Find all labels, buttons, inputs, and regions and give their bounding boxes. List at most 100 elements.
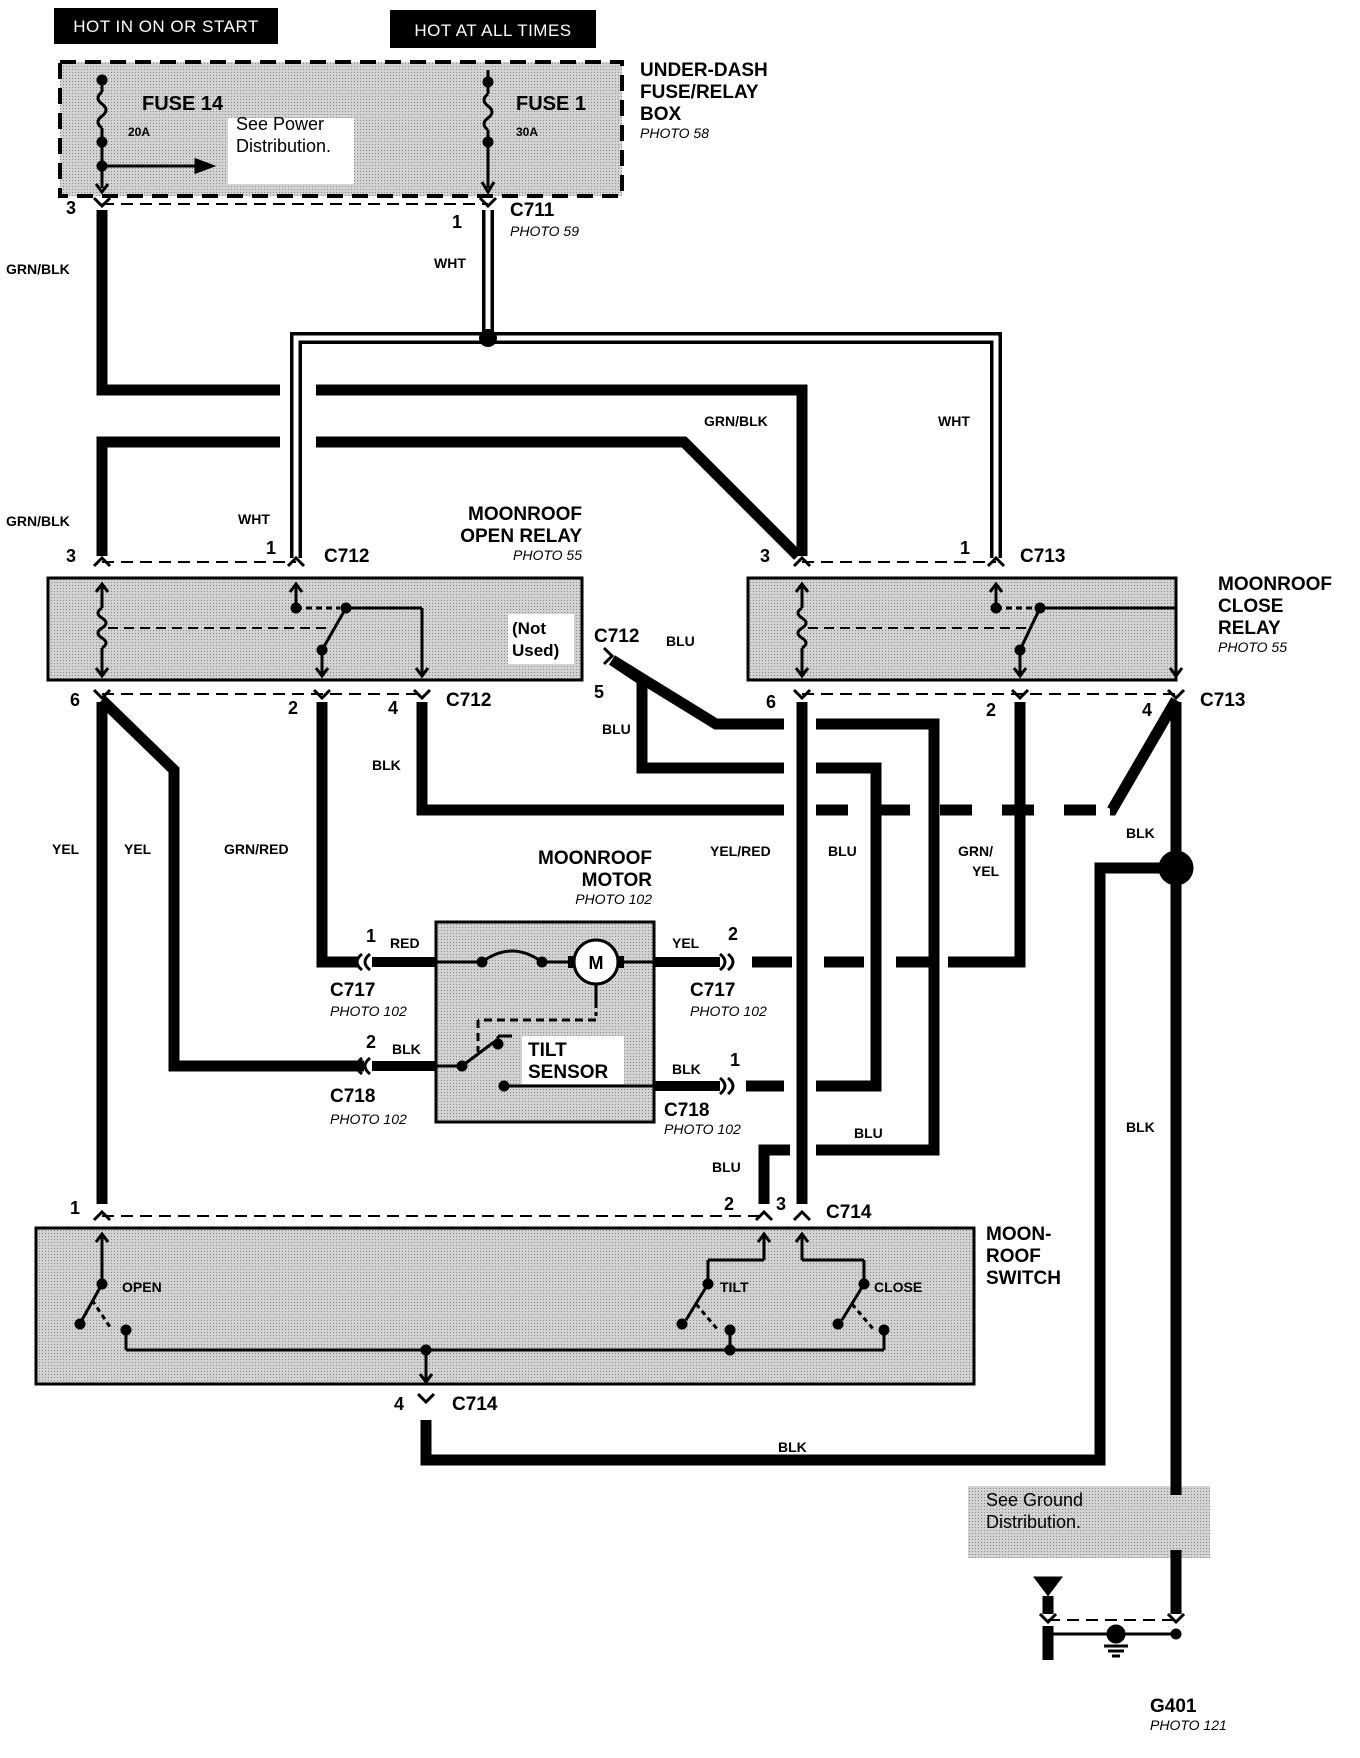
wire-blu-loops (758, 718, 940, 1204)
wire-label-grn-yel-1: GRN/ (958, 843, 993, 859)
header-hot-always-label: HOT AT ALL TIMES (414, 21, 571, 40)
wire-label-grn-blk-1: GRN/BLK (6, 261, 70, 277)
wire-label-blk-3: BLK (1126, 1119, 1155, 1135)
close-relay-box (746, 576, 1178, 682)
close-relay-pin-6: 6 (766, 692, 776, 712)
wire-label-yel-motor: YEL (672, 935, 700, 951)
c718-right-pin-1: 1 (730, 1050, 740, 1070)
wire-grn-yel (752, 702, 1026, 968)
close-relay-pin-3: 3 (760, 546, 770, 566)
wire-blk-ground (420, 702, 1194, 1614)
close-relay-switch-icon (808, 581, 1184, 679)
wire-label-grn-blk-2: GRN/BLK (704, 413, 768, 429)
c717-left-photo: PHOTO 102 (330, 1003, 407, 1019)
c711-photo: PHOTO 59 (510, 223, 579, 239)
c712-pin-5: 5 (594, 682, 604, 702)
wire-label-grn-red: GRN/RED (224, 841, 289, 857)
open-relay-pin-4: 4 (388, 698, 398, 718)
c717-right-photo: PHOTO 102 (690, 1003, 767, 1019)
fuse-box-title-2: FUSE/RELAY (640, 82, 759, 103)
wire-label-yel-1: YEL (52, 841, 80, 857)
not-used-label-1: (Not (512, 619, 546, 638)
c718-left-label: C718 (330, 1086, 375, 1107)
c713-bottom-label: C713 (1200, 690, 1245, 711)
motor-icon: M (568, 938, 624, 986)
open-relay-title-2: OPEN RELAY (460, 526, 582, 547)
motor-title-2: MOTOR (582, 870, 653, 891)
switch-title-2: ROOF (986, 1246, 1041, 1267)
wire-label-wht-3: WHT (238, 511, 270, 527)
fuse14-icon (94, 74, 217, 195)
moonroof-switch-box (34, 1226, 976, 1386)
wire-label-grn-blk-3: GRN/BLK (6, 513, 70, 529)
wire-label-wht-2: WHT (938, 413, 970, 429)
close-relay-photo: PHOTO 55 (1218, 639, 1287, 655)
wire-label-blu-4: BLU (854, 1125, 883, 1141)
not-used-label-bg (508, 614, 574, 664)
ground-icon (1033, 1576, 1182, 1658)
wire-blk-open-relay-pin4 (416, 697, 1181, 816)
fuse1-icon (480, 70, 496, 195)
c714-bottom-label: C714 (452, 1394, 498, 1415)
see-power-distribution-note-bg (228, 118, 354, 184)
fuse-box-title-3: BOX (640, 104, 682, 125)
fuse-box-pin-3: 3 (66, 198, 76, 218)
wire-label-blk-1: BLK (372, 757, 401, 773)
wire-label-blu-3: BLU (828, 843, 857, 859)
tilt-sensor-label-2: SENSOR (528, 1062, 609, 1083)
c718-left-pin-2: 2 (366, 1032, 376, 1052)
ground-distribution-note-2: Distribution. (986, 1512, 1081, 1532)
open-relay-pin-1: 1 (266, 538, 276, 558)
tilt-sensor-label-1: TILT (528, 1040, 567, 1061)
c717-left-pin-1: 1 (366, 926, 376, 946)
open-relay-photo: PHOTO 55 (513, 547, 582, 563)
open-relay-pin-2: 2 (288, 698, 298, 718)
motor-title-1: MOONROOF (538, 848, 652, 869)
switch-close-label: CLOSE (874, 1279, 922, 1295)
wire-label-wht-1: WHT (434, 255, 466, 271)
c711-label: C711 (510, 200, 555, 221)
c717-left-label: C717 (330, 980, 375, 1001)
power-distribution-note-1: See Power (236, 114, 324, 134)
switch-pin-2: 2 (724, 1194, 734, 1214)
wire-yel-switch-open (96, 696, 364, 1204)
g401-label: G401 (1150, 1696, 1197, 1717)
motor-symbol-label: M (589, 953, 604, 973)
wire-label-red: RED (390, 935, 420, 951)
close-relay-title-2: CLOSE (1218, 596, 1283, 617)
motor-internal-circuit (436, 949, 654, 1092)
c714-top-label: C714 (826, 1202, 872, 1223)
c712-top-label: C712 (324, 546, 369, 567)
header-hot-run-label: HOT IN ON OR START (73, 17, 259, 36)
close-relay-pin-2: 2 (986, 700, 996, 720)
wire-label-blu-1: BLU (666, 633, 695, 649)
wire-grn-red (316, 702, 358, 968)
wire-label-yel-red: YEL/RED (710, 843, 771, 859)
moonroof-switch-internals (74, 1231, 890, 1385)
wire-label-blk-2: BLK (1126, 825, 1155, 841)
close-relay-pin-4: 4 (1142, 700, 1152, 720)
wire-label-yel-2: YEL (124, 841, 152, 857)
g401-photo: PHOTO 121 (1150, 1717, 1227, 1733)
fuse-box-title-1: UNDER-DASH (640, 60, 768, 81)
wire-grn-blk-fuse14 (96, 210, 808, 556)
c718-right-label: C718 (664, 1100, 709, 1121)
close-relay-pin-1: 1 (960, 538, 970, 558)
wire-label-blu-5: BLU (712, 1159, 741, 1175)
c718-left-photo: PHOTO 102 (330, 1111, 407, 1127)
open-relay-switch-icon (108, 581, 430, 679)
c711-pin-1: 1 (452, 212, 462, 232)
wire-label-blk-tilt-right: BLK (672, 1061, 701, 1077)
switch-title-1: MOON- (986, 1224, 1051, 1245)
wire-blu-c712 (608, 655, 784, 774)
fuse1-rating: 30A (516, 125, 538, 139)
c712-pin5-label: C712 (594, 626, 639, 647)
wire-label-grn-yel-2: YEL (972, 863, 1000, 879)
ground-distribution-note-1: See Ground (986, 1490, 1083, 1510)
open-relay-pin-6: 6 (70, 690, 80, 710)
c713-top-label: C713 (1020, 546, 1065, 567)
wire-wht-fuse1 (290, 210, 1002, 558)
c717-right-pin-2: 2 (728, 924, 738, 944)
c712-bottom-label: C712 (446, 690, 491, 711)
fuse14-rating: 20A (128, 125, 150, 139)
